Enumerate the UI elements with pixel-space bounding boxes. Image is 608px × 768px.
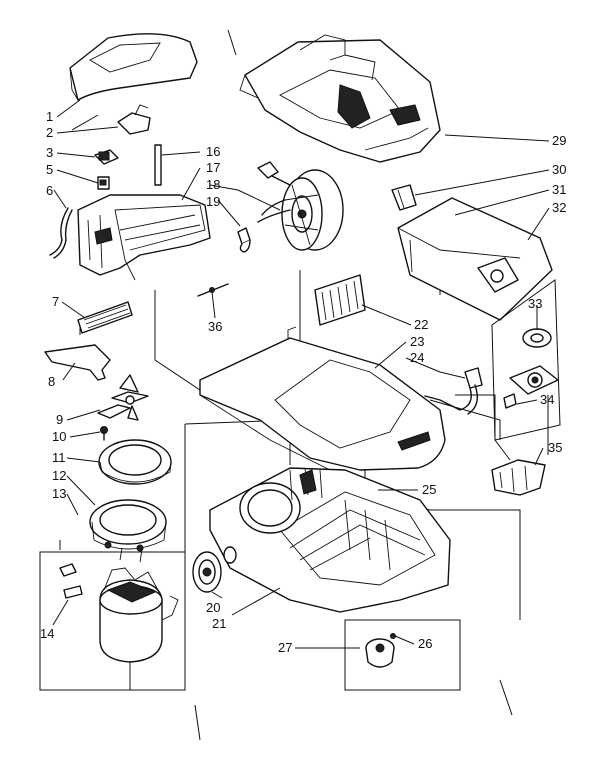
part-11-ring [98, 439, 172, 485]
label-11: 11 [52, 450, 66, 465]
label-25: 25 [422, 482, 436, 497]
label-19: 19 [206, 194, 220, 209]
label-30: 30 [552, 162, 566, 177]
label-6: 6 [46, 183, 53, 198]
part-33-bag-holder-box [491, 279, 561, 441]
label-31: 31 [552, 182, 566, 197]
part-1-handle-cover [69, 33, 198, 101]
label-8: 8 [48, 374, 55, 389]
label-26: 26 [418, 636, 432, 651]
part-10-screw [100, 426, 108, 441]
part-16-pin [154, 144, 162, 186]
part-3-switch [94, 149, 119, 165]
part-24-cord [424, 367, 483, 415]
part-12-mount-ring [89, 499, 167, 552]
leader-lines [52, 99, 550, 649]
part-2-latch [117, 104, 151, 135]
part-20-wheel [192, 551, 222, 593]
part-21-base-housing [209, 467, 451, 613]
label-1: 1 [46, 109, 53, 124]
label-20: 20 [206, 600, 220, 615]
part-30-clip [391, 184, 417, 211]
label-24: 24 [410, 350, 424, 365]
label-12: 12 [52, 468, 66, 483]
part-18-cord-reel [257, 161, 344, 251]
part-27-caster-box [344, 619, 461, 691]
part-31-dust-bag [397, 197, 553, 321]
part-5-switch-bracket [97, 176, 110, 190]
callout-labels: 1 2 3 5 6 16 17 18 19 7 8 9 10 11 12 13 … [40, 109, 566, 655]
label-14: 14 [40, 626, 54, 641]
part-29-top-cover [239, 34, 441, 163]
part-9-fan [97, 374, 149, 421]
part-22-grille [314, 274, 366, 326]
label-3: 3 [46, 145, 53, 160]
label-10: 10 [52, 429, 66, 444]
label-23: 23 [410, 334, 424, 349]
label-5: 5 [46, 162, 53, 177]
label-16: 16 [206, 144, 220, 159]
label-22: 22 [414, 317, 428, 332]
label-32: 32 [552, 200, 566, 215]
label-9: 9 [56, 412, 63, 427]
label-29: 29 [552, 133, 566, 148]
label-27: 27 [278, 640, 292, 655]
part-8-bracket [44, 344, 111, 381]
label-13: 13 [52, 486, 66, 501]
label-34: 34 [540, 392, 554, 407]
label-2: 2 [46, 125, 53, 140]
label-33: 33 [528, 296, 542, 311]
part-35-bracket [491, 459, 546, 496]
part-23-hood-frame [199, 326, 446, 471]
label-17: 17 [206, 160, 220, 175]
part-6-wire [49, 207, 73, 259]
label-36: 36 [208, 319, 222, 334]
corner-marks [194, 29, 513, 741]
part-17-handle-body [77, 194, 211, 281]
label-18: 18 [206, 177, 220, 192]
label-35: 35 [548, 440, 562, 455]
part-36-pin [197, 283, 229, 297]
part-19-bulb [237, 227, 251, 253]
part-7-filter [77, 301, 133, 334]
label-7: 7 [52, 294, 59, 309]
part-13-motor-assembly [39, 547, 186, 691]
label-21: 21 [212, 616, 226, 631]
